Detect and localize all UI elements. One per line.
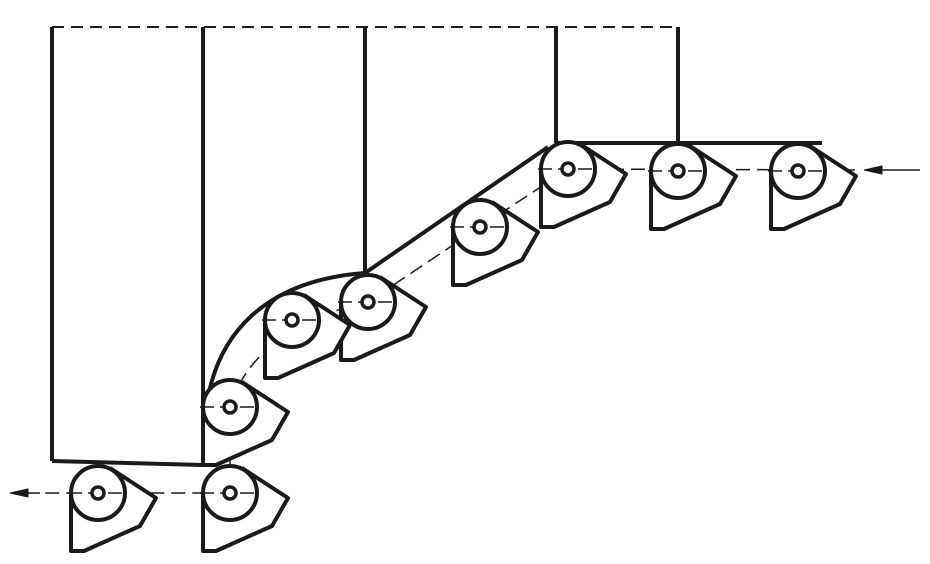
cutting-insert: [648, 142, 738, 231]
cutting-insert: [262, 291, 352, 380]
cutting-insert: [768, 142, 858, 231]
cutting-insert: [68, 464, 158, 553]
cutting-insert: [200, 378, 290, 467]
workpiece-profile: [50, 26, 822, 467]
insert-center-hole: [284, 312, 300, 328]
insert-center-hole: [472, 219, 488, 235]
insert-center-hole: [360, 294, 376, 310]
feed-out-arrowhead: [9, 488, 29, 498]
insert-center-hole: [560, 161, 576, 177]
insert-center-hole: [222, 399, 238, 415]
cutting-insert: [538, 140, 628, 229]
feed-in-arrowhead: [863, 165, 883, 175]
chamfer-surface: [363, 145, 550, 275]
insert-center-hole: [90, 485, 106, 501]
feed-arrows: [9, 165, 920, 498]
cutting-insert: [338, 273, 428, 362]
cutting-insert: [450, 198, 540, 287]
step-floor-1: [51, 459, 204, 467]
insert-center-hole: [222, 485, 238, 501]
cutting-insert: [200, 464, 290, 553]
tool-inserts: [68, 140, 858, 553]
insert-center-hole: [670, 163, 686, 179]
insert-center-hole: [790, 163, 806, 179]
